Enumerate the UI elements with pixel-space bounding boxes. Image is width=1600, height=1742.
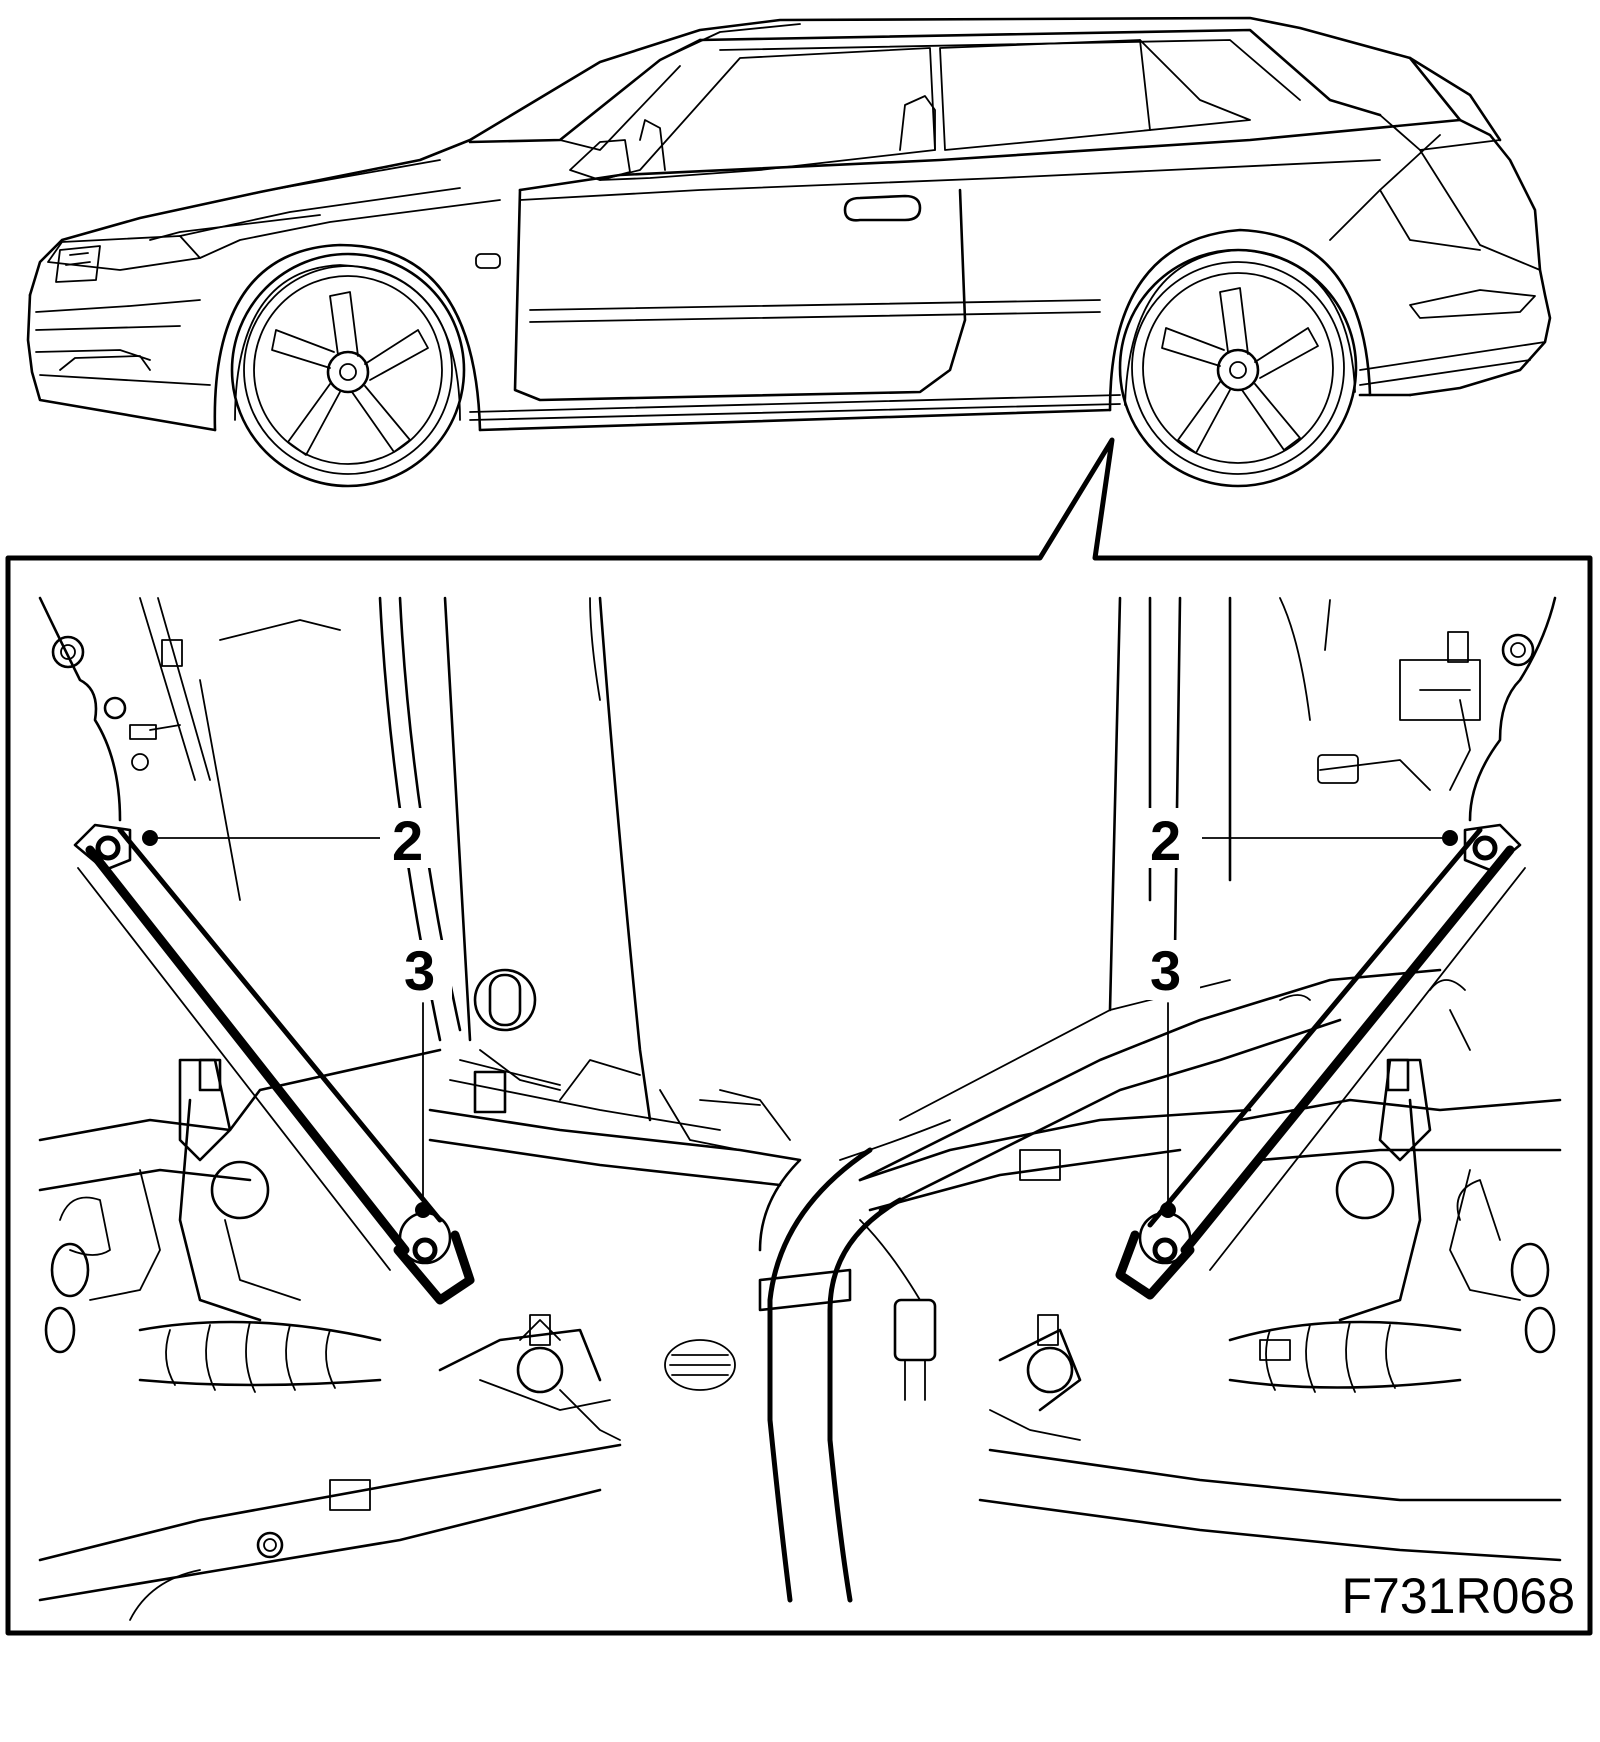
rear-suspension-detail <box>38 596 1562 1621</box>
callout-dot-right-3 <box>1160 1202 1176 1218</box>
car-side-view <box>26 16 1552 432</box>
detail-callout-frame <box>5 437 1593 1636</box>
callout-left-3: 3 <box>404 939 435 1002</box>
callout-leader-lines <box>142 830 1458 1218</box>
callout-dot-right-2 <box>1442 830 1458 846</box>
callout-dot-left-2 <box>142 830 158 846</box>
rear-wheel <box>1108 228 1372 488</box>
callout-dot-left-3 <box>415 1202 431 1218</box>
front-wheel <box>213 243 482 488</box>
callout-right-2: 2 <box>1150 809 1181 872</box>
figure-id-label: F731R068 <box>1342 1568 1576 1624</box>
callout-left-2: 2 <box>392 809 423 872</box>
callout-labels: 2 3 2 3 <box>380 808 1202 1002</box>
callout-right-3: 3 <box>1150 939 1181 1002</box>
